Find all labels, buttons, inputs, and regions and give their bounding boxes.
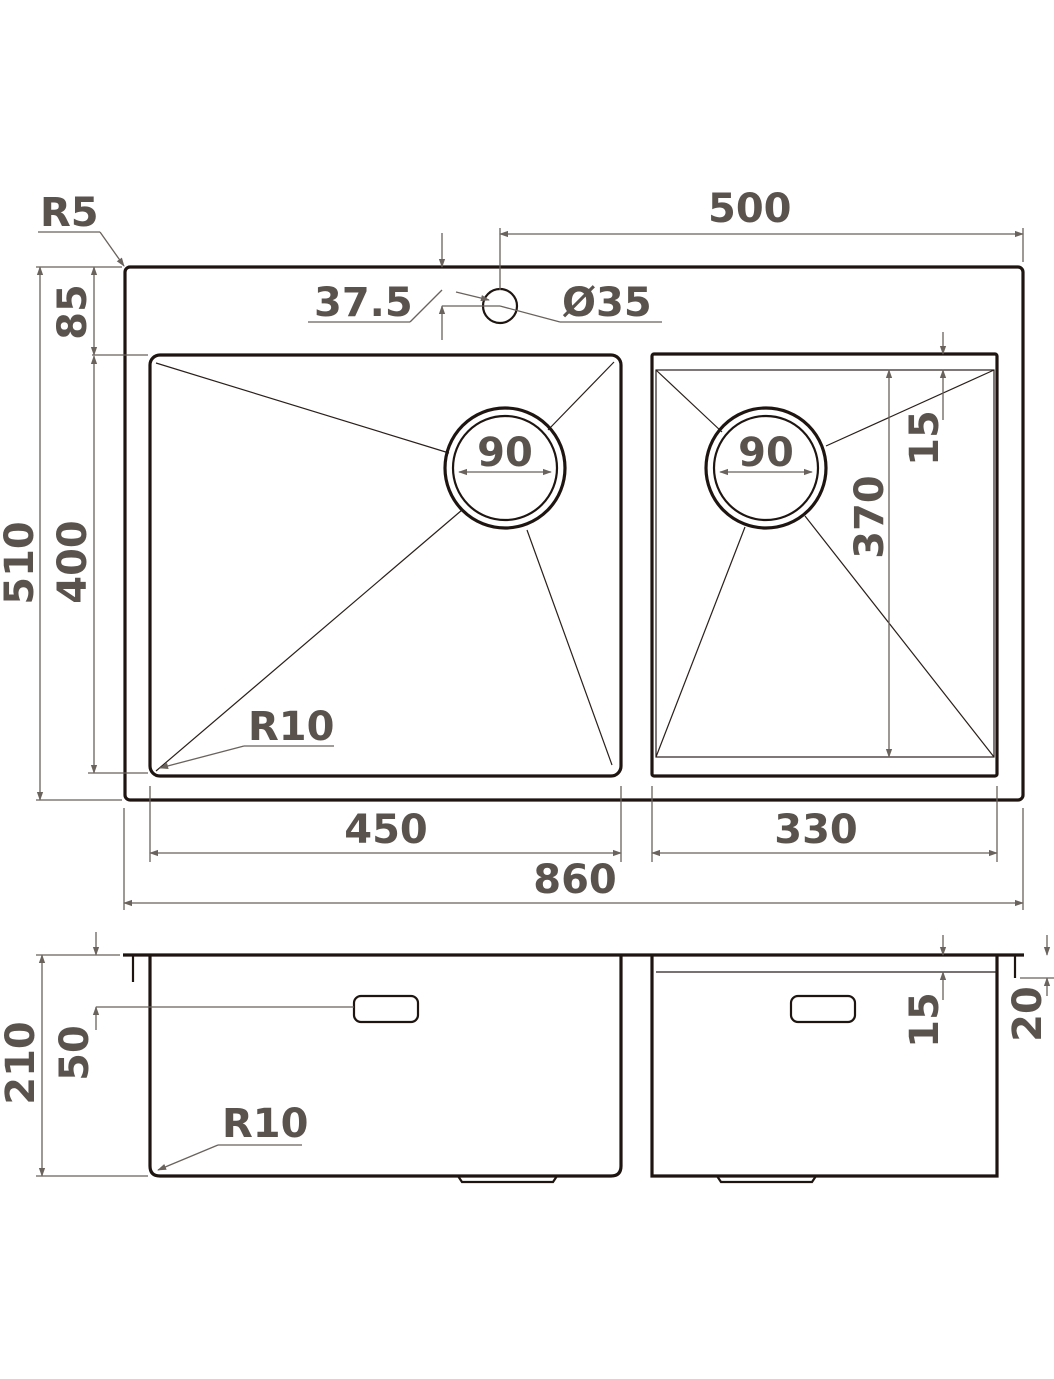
top-view: R5 500 37.5 Ø35 510 85 400 90 9 [0,186,1025,910]
sink-outline [123,265,1025,802]
bowl-height-400-label: 400 [50,520,96,604]
drain-right-label: 90 [738,430,794,476]
width-450-label: 450 [344,807,428,853]
drain-left-label: 90 [477,430,533,476]
r5-label: R5 [40,190,99,236]
drain-left [443,406,567,530]
right-bowl [650,352,999,778]
width-500-label: 500 [708,186,792,232]
overflow-right [789,994,857,1024]
right-bowl-section [650,955,999,1178]
depth-210-label: 210 [0,1021,44,1105]
bowl-height-370-label: 370 [847,475,893,559]
offset-85-label: 85 [50,284,96,340]
lip-15-side-label: 15 [902,992,948,1048]
left-bowl-section [148,955,623,1178]
r10-side-label: R10 [222,1101,308,1147]
overflow-50-label: 50 [52,1025,98,1081]
height-510-label: 510 [0,521,43,605]
drain-right [704,406,828,530]
overflow-left [352,994,420,1024]
height-20-label: 20 [1005,986,1051,1042]
side-view: 210 50 R10 15 20 [0,932,1054,1184]
width-330-label: 330 [774,807,858,853]
offset-37-5-label: 37.5 [314,280,413,326]
r10-top-label: R10 [248,704,334,750]
tap-hole-diameter-label: Ø35 [562,280,652,326]
width-860-label: 860 [533,857,617,903]
lip-15-top-label: 15 [902,410,948,466]
left-bowl [148,353,623,778]
